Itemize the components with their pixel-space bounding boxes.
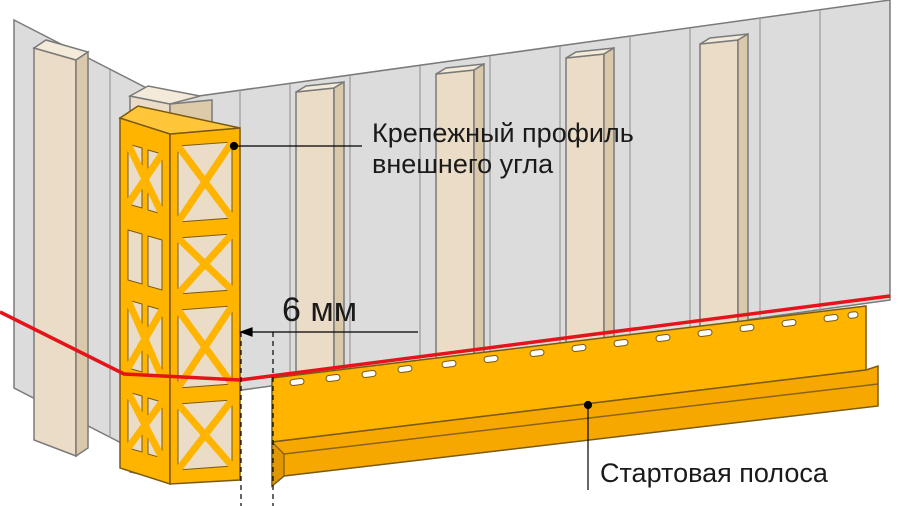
corner-profile-label: Крепежный профиль внешнего угла — [372, 118, 634, 180]
corner-profile-label-line2: внешнего угла — [372, 149, 554, 179]
starter-strip-label: Стартовая полоса — [600, 458, 828, 488]
level-line — [0, 294, 891, 382]
leader-lines — [229, 141, 593, 490]
starter-strip — [271, 305, 879, 488]
corner-profile — [118, 105, 241, 486]
gap-label: 6 мм — [282, 291, 358, 329]
gap-dimension — [239, 327, 418, 506]
corner-profile-label-line1: Крепежный профиль — [372, 118, 634, 148]
